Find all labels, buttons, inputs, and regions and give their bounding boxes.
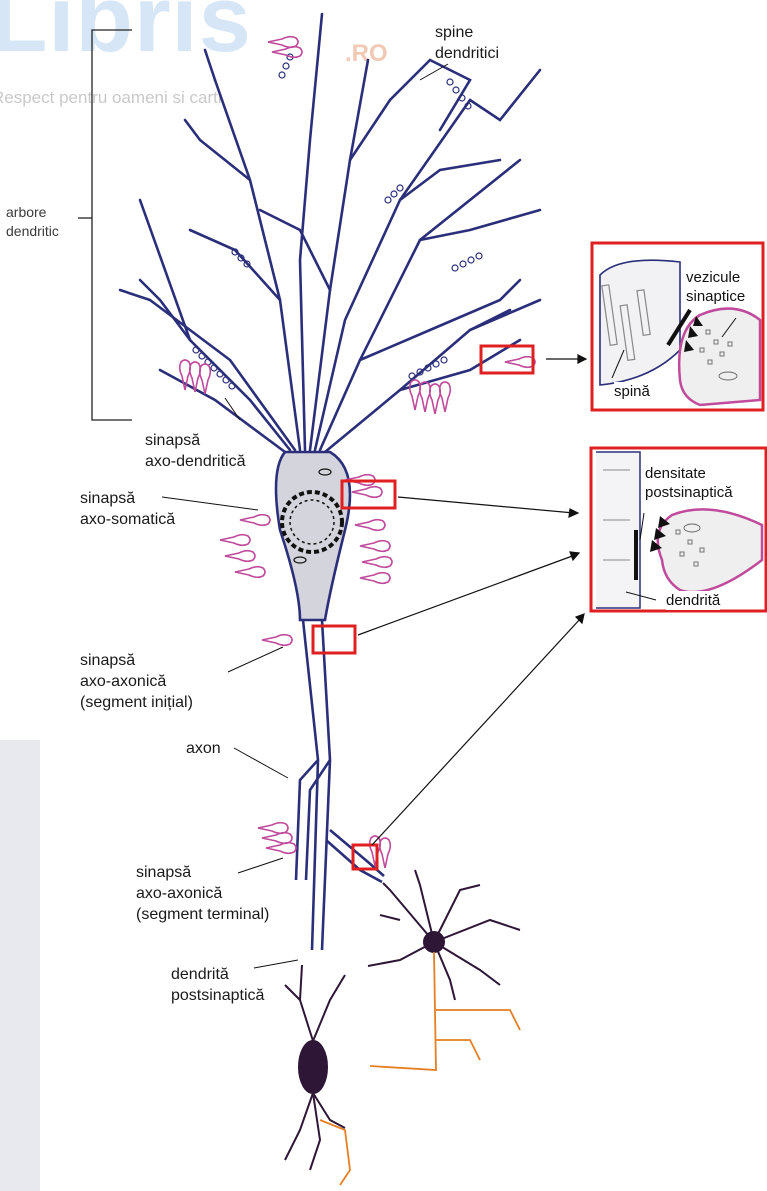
label-densitate-line1: densitate <box>645 464 733 483</box>
highlight-boxes <box>313 346 533 869</box>
connector-arrows <box>358 355 586 845</box>
label-axo-axonica-initial-line2: axo-axonică <box>80 671 193 692</box>
dendritic-tree <box>120 14 540 452</box>
label-axo-axonica-initial: sinapsă axo-axonică (segment inițial) <box>80 650 193 713</box>
label-axo-axonica-terminal-line1: sinapsă <box>136 862 269 883</box>
postsynaptic-neuron-bottom <box>285 965 345 1170</box>
axon <box>296 620 384 950</box>
dendritic-tree-bracket <box>78 30 132 420</box>
label-axo-axonica-initial-line3: (segment inițial) <box>80 692 193 713</box>
label-dendrita-post-line2: postsinaptică <box>171 985 264 1006</box>
label-axo-axonica-terminal-line3: (segment terminal) <box>136 904 269 925</box>
label-vezicule-sinaptice: vezicule sinaptice <box>686 268 745 306</box>
label-spina: spină <box>614 382 650 401</box>
label-arbore-line1: arbore <box>6 203 59 222</box>
label-spine-line2: dendritici <box>435 43 499 64</box>
label-axo-somatica-line1: sinapsă <box>80 488 175 509</box>
label-spine-dendritici: spine dendritici <box>435 22 499 64</box>
postsynaptic-neuron-right <box>368 870 520 1000</box>
label-axo-dendritica-line2: axo-dendritică <box>145 451 246 472</box>
label-dendrita-postsinaptica: dendrită postsinaptică <box>171 964 264 1006</box>
label-axo-dendritica: sinapsă axo-dendritică <box>145 430 246 472</box>
soma <box>276 452 350 620</box>
label-axo-somatica-line2: axo-somatică <box>80 509 175 530</box>
label-dendrita-post-line1: dendrită <box>171 964 264 985</box>
label-axo-axonica-initial-line1: sinapsă <box>80 650 193 671</box>
orange-axons <box>320 952 520 1185</box>
label-dendrita-inset: dendrită <box>666 591 720 610</box>
label-axo-axonica-terminal-line2: axo-axonică <box>136 883 269 904</box>
label-vezicule-line1: vezicule <box>686 268 745 287</box>
label-densitate-line2: postsinaptică <box>645 483 733 502</box>
dendritic-spines <box>193 54 482 389</box>
label-axo-dendritica-line1: sinapsă <box>145 430 246 451</box>
label-arbore-dendritic: arbore dendritic <box>6 203 59 241</box>
label-axon: axon <box>186 738 221 759</box>
label-densitate-postsinaptica: densitate postsinaptică <box>645 464 733 502</box>
label-spine-line1: spine <box>435 22 499 43</box>
label-vezicule-line2: sinaptice <box>686 287 745 306</box>
label-axo-axonica-terminal: sinapsă axo-axonică (segment terminal) <box>136 862 269 925</box>
axo-axonic-initial-synapse <box>262 635 292 646</box>
label-axo-somatica: sinapsă axo-somatică <box>80 488 175 530</box>
label-arbore-line2: dendritic <box>6 222 59 241</box>
